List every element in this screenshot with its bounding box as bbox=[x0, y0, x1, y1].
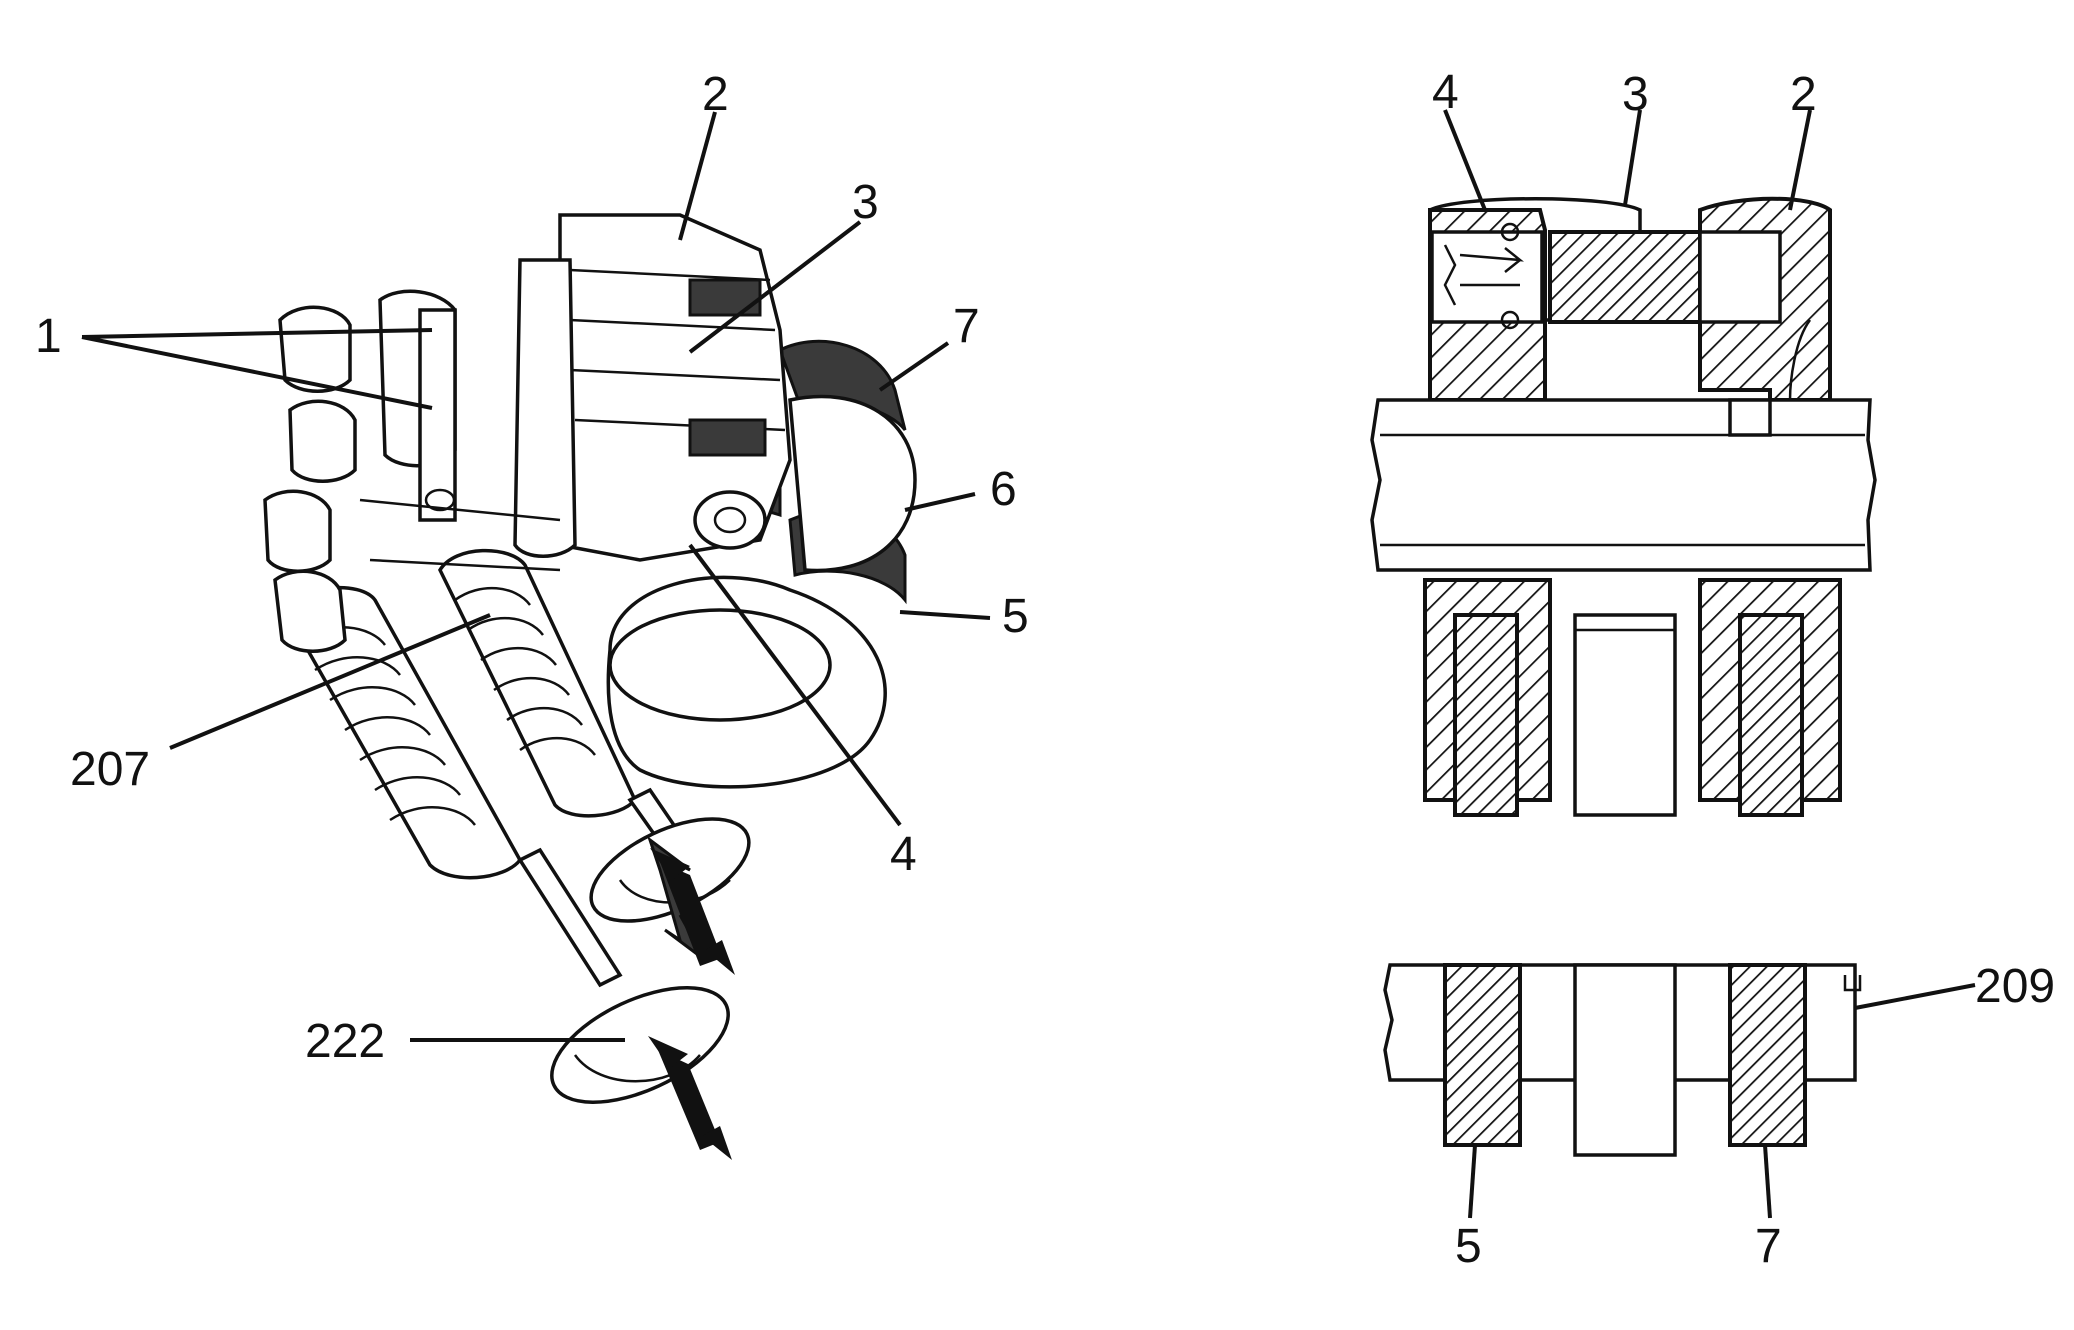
callout-5: 5 bbox=[1002, 590, 1029, 643]
callout-207: 207 bbox=[70, 743, 150, 796]
callout-upper-2: 2 bbox=[1790, 68, 1817, 121]
callout-222: 222 bbox=[305, 1015, 385, 1068]
callout-1: 1 bbox=[35, 310, 62, 363]
lash-adjusters bbox=[263, 289, 561, 653]
rocker-assembly-illustration: 1 2 3 7 6 5 4 207 222 bbox=[35, 68, 1029, 1160]
callouts-left: 1 2 3 7 6 5 4 207 222 bbox=[35, 68, 1029, 1068]
callout-6: 6 bbox=[990, 463, 1017, 516]
valve-motion-arrows bbox=[647, 835, 735, 1160]
callout-2: 2 bbox=[702, 68, 729, 121]
callout-4: 4 bbox=[890, 828, 917, 881]
callout-7: 7 bbox=[953, 300, 980, 353]
callout-3: 3 bbox=[852, 176, 879, 229]
leader-lines-left bbox=[81, 111, 991, 1042]
cross-section-upper: 4 3 2 bbox=[1370, 66, 1877, 817]
rocker-arm bbox=[513, 213, 792, 562]
callout-209: 209 bbox=[1975, 960, 2055, 1013]
cross-section-lower: 209 5 7 bbox=[1383, 960, 2055, 1273]
callout-upper-4: 4 bbox=[1432, 66, 1459, 119]
callout-lower-7: 7 bbox=[1755, 1220, 1782, 1273]
callout-lower-5: 5 bbox=[1455, 1220, 1482, 1273]
cam-housing bbox=[606, 339, 917, 789]
callout-upper-3: 3 bbox=[1622, 68, 1649, 121]
